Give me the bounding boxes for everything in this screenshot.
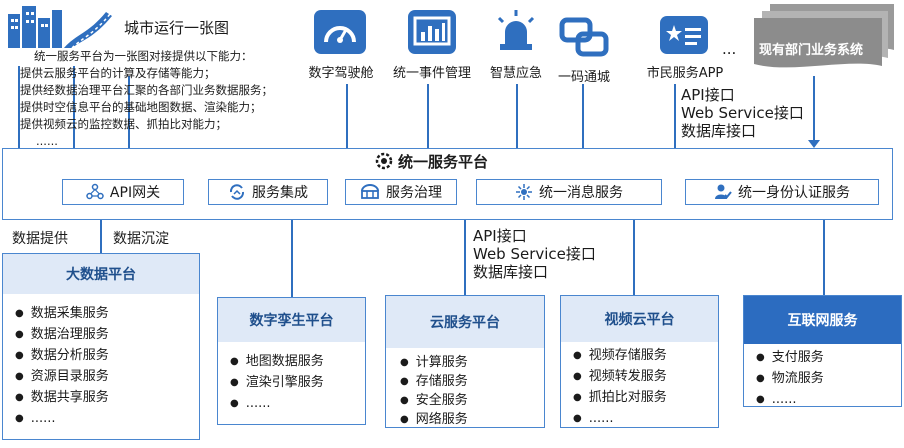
app-label: 数字驾驶舱 [308,66,374,81]
list-item: ...... [230,394,324,415]
app-label: 智慧应急 [489,66,542,81]
list-item: 计算服务 [400,354,468,373]
service-label: 服务集成 [252,185,308,201]
connector [427,84,429,148]
id-card-icon [660,16,708,54]
city-map-desc-line: 提供云服务平台的计算及存储等能力； [20,66,216,80]
service-identity-auth: 统一身份认证服务 [685,179,879,205]
connector [582,84,584,148]
list-item: 资源目录服务 [15,367,109,388]
list-item: 视频转发服务 [573,367,667,388]
service-governance: 服务治理 [345,179,457,205]
platform-header: 互联网服务 [744,296,901,344]
service-message: 统一消息服务 [476,179,662,205]
digital-twin-platform: 数字孪生平台 地图数据服务 渲染引擎服务 ...... [217,297,366,425]
list-item: 渲染引擎服务 [230,373,324,394]
dept-systems-label: 现有部门业务系统 [759,43,864,58]
connector [633,220,635,296]
city-map-desc-line: 提供视频云的监控数据、抓拍比对能力； [20,117,227,131]
message-icon [516,184,532,200]
gateway-icon [86,183,104,200]
video-cloud-platform: 视频云平台 视频存储服务 视频转发服务 抓拍比对服务 ...... [560,295,719,428]
connector [128,76,130,148]
gauge-icon [314,10,366,54]
connector [73,66,75,148]
service-label: 统一消息服务 [539,185,623,201]
list-item: 数据采集服务 [15,304,109,325]
platform-gear-icon [375,152,393,170]
list-item: 数据共享服务 [15,388,109,409]
governance-icon [361,184,379,199]
platform-header: 大数据平台 [3,254,199,294]
connector [464,220,466,296]
list-item: 存储服务 [400,373,468,392]
interface-label: Web Service接口 [681,104,804,122]
list-item: 视频存储服务 [573,346,667,367]
list-item: 支付服务 [756,348,824,369]
document-stack-icon [754,4,894,68]
big-data-platform: 大数据平台 数据采集服务 数据治理服务 数据分析服务 资源目录服务 数据共享服务… [2,253,200,440]
list-item: 安全服务 [400,392,468,411]
internet-services: 互联网服务 支付服务 物流服务 ...... [743,295,902,407]
connector [823,220,825,296]
list-item: 地图数据服务 [230,352,324,373]
interface-label: 数据库接口 [473,263,549,281]
city-map-title: 城市运行一张图 [124,19,230,37]
arrow-down-icon [808,140,820,148]
app-label: 统一事件管理 [392,66,471,81]
service-label: 统一身份认证服务 [738,185,850,201]
city-map-desc-line: 提供时空信息平台的基础地图数据、渲染能力； [20,100,262,114]
service-label: 服务治理 [386,185,442,201]
connector [18,66,20,148]
data-provide-label: 数据提供 [12,231,68,247]
city-map-desc-line: 统一服务平台为一张图对接提供以下能力： [34,49,253,63]
platform-header: 云服务平台 [386,296,544,348]
list-item: 物流服务 [756,369,824,390]
app-label: 一码通城 [557,70,610,85]
apps-ellipsis: ... [722,40,737,58]
connector [516,84,518,148]
city-skyline-icon [8,6,112,49]
integration-icon [229,184,245,200]
cloud-service-platform: 云服务平台 计算服务 存储服务 安全服务 网络服务 [385,295,545,428]
city-map-desc-line: ...... [36,134,58,148]
platform-title: 统一服务平台 [398,153,489,171]
list-item: 抓拍比对服务 [573,388,667,409]
platform-header: 视频云平台 [561,296,718,342]
list-item: 数据分析服务 [15,346,109,367]
connector [674,84,676,148]
list-item: ...... [573,409,667,430]
connector [291,220,293,298]
bar-chart-icon [408,10,456,54]
service-label: API网关 [109,185,161,201]
city-map-desc-line: 提供经数据治理平台汇聚的各部门业务数据服务； [20,83,273,97]
list-item: ...... [15,409,109,430]
app-label: 市民服务APP [646,66,724,81]
list-item: 数据治理服务 [15,325,109,346]
interface-label: API接口 [681,86,735,104]
connector [100,220,102,253]
list-item: ...... [756,390,824,411]
service-api-gateway: API网关 [62,179,184,205]
connector [346,84,348,148]
alarm-light-icon [497,10,535,50]
data-sink-label: 数据沉淀 [113,231,169,247]
platform-header: 数字孪生平台 [218,298,365,342]
interface-label: API接口 [473,227,527,245]
user-auth-icon [715,184,732,199]
service-integration: 服务集成 [208,179,328,205]
list-item: 网络服务 [400,411,468,430]
arrow-line [813,76,815,142]
interface-label: Web Service接口 [473,245,596,263]
interface-label: 数据库接口 [681,122,757,140]
link-icon [559,17,609,57]
